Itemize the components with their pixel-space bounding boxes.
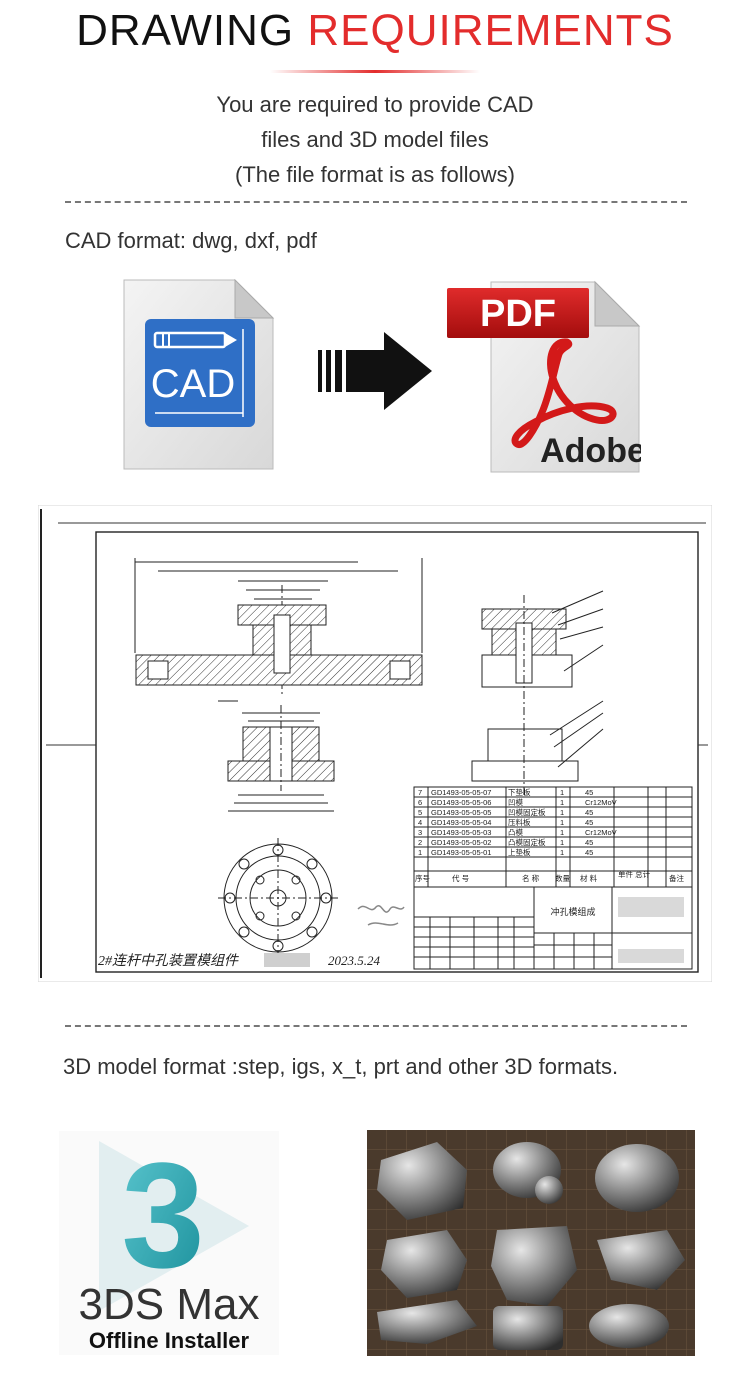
parts-cell-name: 凹模固定板	[508, 807, 546, 817]
table-head-no: 序号	[415, 873, 430, 883]
intro-line-1: You are required to provide CAD	[216, 92, 534, 117]
cad-icon-text: CAD	[151, 362, 235, 406]
pdf-badge-text: PDF	[480, 293, 556, 335]
pdf-brand-text: Adobe	[540, 432, 641, 470]
parts-cell-material: 45	[585, 788, 593, 797]
logo-digit: 3	[121, 1131, 204, 1299]
parts-cell-material: 45	[585, 808, 593, 817]
table-head-weight: 单件 总计	[618, 869, 651, 879]
parts-cell-no: 6	[418, 798, 422, 807]
pdf-file-icon: PDF Adobe	[447, 280, 641, 473]
parts-cell-name: 凹模	[508, 797, 523, 807]
parts-cell-code: GD1493-05-05-04	[431, 818, 491, 827]
parts-cell-name: 凸模	[508, 827, 523, 837]
parts-cell-no: 1	[418, 848, 422, 857]
parts-cell-qty: 1	[560, 838, 564, 847]
parts-cell-name: 上垫板	[508, 847, 531, 857]
parts-cell-no: 7	[418, 788, 422, 797]
logo-sub: Offline Installer	[89, 1328, 250, 1353]
parts-cell-qty: 1	[560, 798, 564, 807]
title-underline	[270, 70, 480, 73]
parts-cell-name: 凸模固定板	[508, 837, 546, 847]
parts-cell-code: GD1493-05-05-06	[431, 798, 491, 807]
drawing-date: 2023.5.24	[328, 953, 381, 968]
intro-line-3: (The file format is as follows)	[235, 162, 515, 187]
intro-text: You are required to provide CAD files an…	[0, 87, 750, 192]
arrow-right-icon	[318, 332, 432, 410]
parts-cell-qty: 1	[560, 818, 564, 827]
parts-cell-material: 45	[585, 818, 593, 827]
parts-cell-code: GD1493-05-05-01	[431, 848, 491, 857]
parts-cell-qty: 1	[560, 788, 564, 797]
parts-cell-name: 下垫板	[508, 787, 531, 797]
parts-cell-qty: 1	[560, 848, 564, 857]
page-title: DRAWING REQUIREMENTS	[0, 6, 750, 56]
parts-cell-code: GD1493-05-05-05	[431, 808, 491, 817]
intro-line-2: files and 3D model files	[261, 127, 489, 152]
divider-1	[65, 201, 687, 203]
table-title: 冲孔模组成	[550, 906, 595, 917]
3d-parts-image	[367, 1130, 695, 1356]
title-part-2: REQUIREMENTS	[307, 6, 674, 55]
parts-cell-material: 45	[585, 848, 593, 857]
divider-2	[65, 1025, 687, 1027]
cad-format-label: CAD format: dwg, dxf, pdf	[65, 228, 317, 253]
parts-cell-no: 5	[418, 808, 422, 817]
table-head-code: 代 号	[452, 873, 469, 883]
cad-file-icon: CAD	[123, 279, 275, 470]
table-head-note: 备注	[669, 873, 684, 883]
parts-cell-material: 45	[585, 838, 593, 847]
parts-cell-material: Cr12MoV	[585, 828, 617, 837]
parts-cell-no: 3	[418, 828, 422, 837]
table-head-material: 材 料	[580, 873, 598, 883]
parts-cell-qty: 1	[560, 808, 564, 817]
drawing-handwriting: 2#连杆中孔装置模组件	[98, 953, 239, 969]
model-format-label: 3D model format :step, igs, x_t, prt and…	[63, 1054, 619, 1079]
parts-cell-qty: 1	[560, 828, 564, 837]
table-head-name: 名 称	[522, 873, 540, 883]
parts-cell-no: 4	[418, 818, 422, 827]
parts-cell-code: GD1493-05-05-02	[431, 838, 491, 847]
3ds-max-logo: 3 3DS Max Offline Installer	[59, 1131, 279, 1355]
logo-name: 3DS Max	[79, 1280, 260, 1329]
parts-cell-code: GD1493-05-05-03	[431, 828, 491, 837]
parts-cell-no: 2	[418, 838, 422, 847]
table-head-qty: 数量	[555, 873, 570, 883]
title-part-1: DRAWING	[76, 6, 295, 55]
parts-cell-code: GD1493-05-05-07	[431, 788, 491, 797]
parts-cell-material: Cr12MoV	[585, 798, 617, 807]
parts-cell-name: 压料板	[508, 817, 531, 827]
